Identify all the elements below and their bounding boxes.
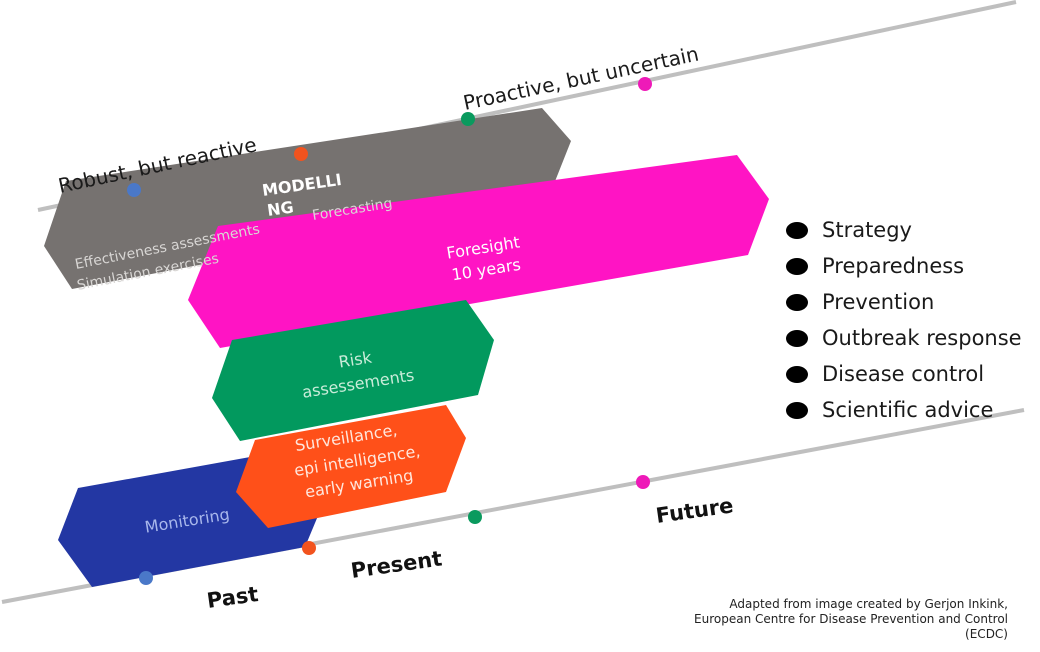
legend-item-label: Scientific advice [822, 398, 994, 422]
legend-item: Outbreak response [786, 320, 1022, 356]
legend-item: Preparedness [786, 248, 1022, 284]
upper-dot-pink [638, 77, 652, 91]
credit-line-1: Adapted from image created by Gerjon Ink… [729, 597, 1008, 611]
timeline-dot-pink [636, 475, 650, 489]
source-credit: Adapted from image created by Gerjon Ink… [694, 597, 1008, 642]
legend-item-label: Outbreak response [822, 326, 1022, 350]
legend-bullet-icon [786, 257, 808, 275]
legend-bullet-icon [786, 293, 808, 311]
upper-dot-orange [294, 147, 308, 161]
legend-item-label: Prevention [822, 290, 935, 314]
credit-line-3: (ECDC) [965, 627, 1008, 641]
legend-item: Scientific advice [786, 392, 1022, 428]
foresight-shape [188, 155, 769, 348]
legend-bullet-icon [786, 221, 808, 239]
upper-dot-blue [127, 183, 141, 197]
legend-item-label: Disease control [822, 362, 985, 386]
timeline-dot-green [468, 510, 482, 524]
credit-line-2: European Centre for Disease Prevention a… [694, 612, 1008, 626]
risk-shape [212, 300, 494, 441]
legend-bullet-icon [786, 401, 808, 419]
legend-bullet-icon [786, 365, 808, 383]
legend-bullet-icon [786, 329, 808, 347]
timeline-dot-blue [139, 571, 153, 585]
legend-list: Strategy Preparedness Prevention Outbrea… [786, 212, 1022, 428]
surveillance-shape [236, 405, 466, 528]
modelling-shape [44, 108, 571, 289]
legend-item: Disease control [786, 356, 1022, 392]
timeline-dot-orange [302, 541, 316, 555]
timeline-future-label: Future [654, 493, 734, 528]
legend-item: Strategy [786, 212, 1022, 248]
timeline-present-label: Present [349, 546, 443, 583]
legend-item-label: Strategy [822, 218, 912, 242]
legend-item-label: Preparedness [822, 254, 965, 278]
legend-item: Prevention [786, 284, 1022, 320]
timeline-past-label: Past [205, 582, 259, 613]
upper-dot-green [461, 112, 475, 126]
modelling-title-line2: NG [266, 197, 295, 220]
